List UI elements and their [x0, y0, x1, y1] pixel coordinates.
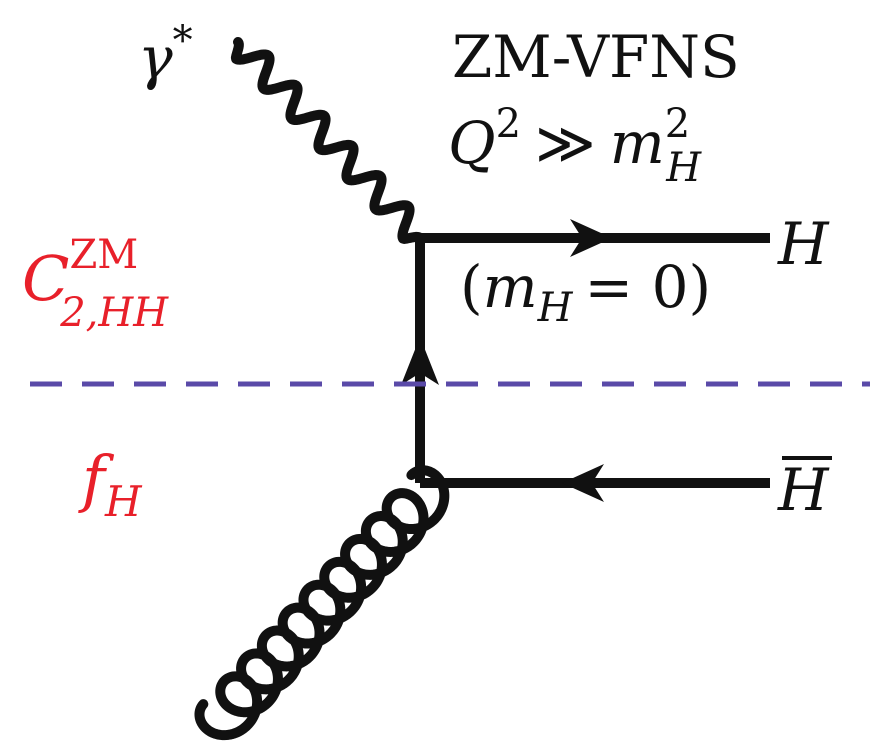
gluon-propagator — [194, 465, 450, 741]
photon-propagator — [230, 37, 425, 244]
antiquark-arrow-left — [562, 464, 604, 502]
photon-label: γ* — [138, 18, 193, 92]
scheme-title: ZM-VFNS — [452, 23, 740, 91]
quark-arrow-up — [401, 337, 439, 385]
quark-label: H — [777, 210, 830, 278]
quark-mass-note: (mH= 0) — [460, 253, 711, 331]
antiquark-label: H — [777, 456, 830, 524]
quark-arrow-right — [570, 219, 612, 257]
pdf-label: fH — [78, 442, 143, 526]
